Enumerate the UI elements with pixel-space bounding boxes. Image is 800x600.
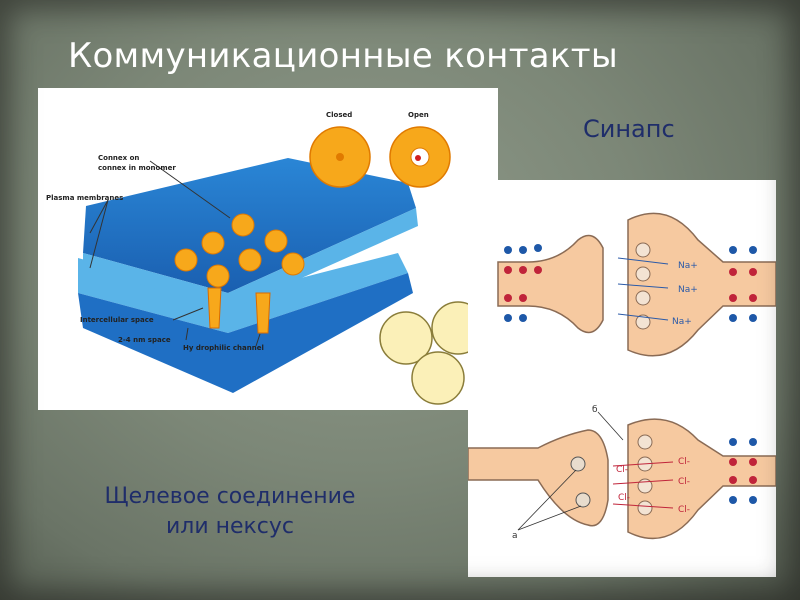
label-nm-space: 2-4 nm space	[118, 336, 171, 344]
ion-cl-1: Cl-	[616, 465, 628, 475]
label-open: Open	[408, 111, 429, 119]
bottom-presynaptic-cell	[468, 430, 608, 526]
ion-na-1: Na+	[678, 261, 698, 271]
ion-cl-4: Cl-	[618, 493, 630, 503]
connexon-closed-icon	[310, 127, 370, 187]
label-intercellular-space: Intercellular space	[80, 316, 154, 324]
ion-cl-3: Cl-	[678, 477, 690, 487]
synapse-diagram: Na+ Na+ Na+	[468, 180, 776, 577]
top-presynaptic-cell	[498, 236, 603, 333]
label-plasma-membranes: Plasma membranes	[46, 194, 123, 202]
ion-na-2: Na+	[678, 285, 698, 295]
ion-na-3: Na+	[672, 317, 692, 327]
ion-cl-2: Cl-	[678, 457, 690, 467]
label-hydrophilic-channel: Hy drophilic channel	[183, 344, 264, 352]
connexon-open-icon	[390, 127, 450, 187]
top-postsynaptic-cell	[628, 213, 776, 355]
ion-cl-5: Cl-	[678, 505, 690, 515]
slide-title: Коммуникационные контакты	[68, 36, 748, 76]
gap-junction-svg: Connex on connex in monomer Plasma membr…	[38, 88, 498, 410]
label-closed: Closed	[326, 111, 352, 119]
synapse-label: Синапс	[583, 114, 683, 144]
label-connexin-monomer: connex in monomer	[98, 164, 176, 172]
gap-junction-label: Щелевое соединение или нексус	[100, 482, 360, 542]
synapse-svg: Na+ Na+ Na+	[468, 180, 776, 577]
label-connexon: Connex on	[98, 154, 139, 162]
label-a: а	[512, 531, 518, 541]
gap-junction-diagram: Connex on connex in monomer Plasma membr…	[38, 88, 498, 410]
label-b: б	[592, 405, 598, 415]
